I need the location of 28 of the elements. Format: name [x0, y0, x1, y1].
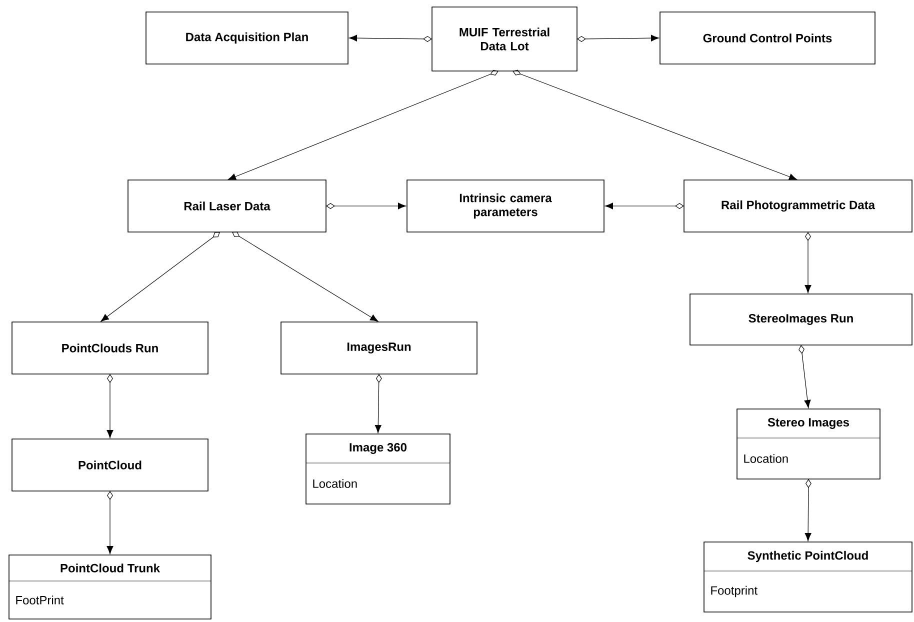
arrow [228, 70, 498, 180]
class-box: Stereo Images Location [736, 408, 880, 480]
class-box: PointCloud Trunk FootPrint [8, 554, 212, 620]
class-box: PointClouds Run [12, 322, 208, 374]
arrow [106, 491, 114, 554]
arrow [804, 479, 812, 542]
arrow [326, 202, 406, 210]
arrow [804, 232, 812, 294]
class-box: Image 360 Location [306, 434, 450, 504]
arrow [798, 345, 811, 408]
arrow [348, 34, 432, 42]
class-box: MUIF Terrestrial Data Lot [432, 6, 578, 72]
class-box: Data Acquisition Plan [146, 12, 348, 64]
class-box: Ground Control Points [660, 12, 876, 64]
class-box: Rail Photogrammetric Data [684, 180, 912, 232]
arrow [512, 70, 798, 180]
arrow [604, 202, 684, 210]
arrow [374, 374, 382, 434]
class-box: Intrinsic camera parameters [406, 180, 604, 232]
class-box: StereoImages Run [690, 294, 912, 346]
class-box: PointCloud [12, 438, 208, 492]
class-box: ImagesRun [280, 322, 478, 374]
arrow [232, 232, 378, 322]
class-box: Synthetic PointCloud Footprint [704, 542, 912, 612]
arrow [106, 374, 114, 438]
class-box: Rail Laser Data [128, 180, 326, 232]
arrow [100, 232, 220, 322]
arrow [577, 34, 660, 42]
